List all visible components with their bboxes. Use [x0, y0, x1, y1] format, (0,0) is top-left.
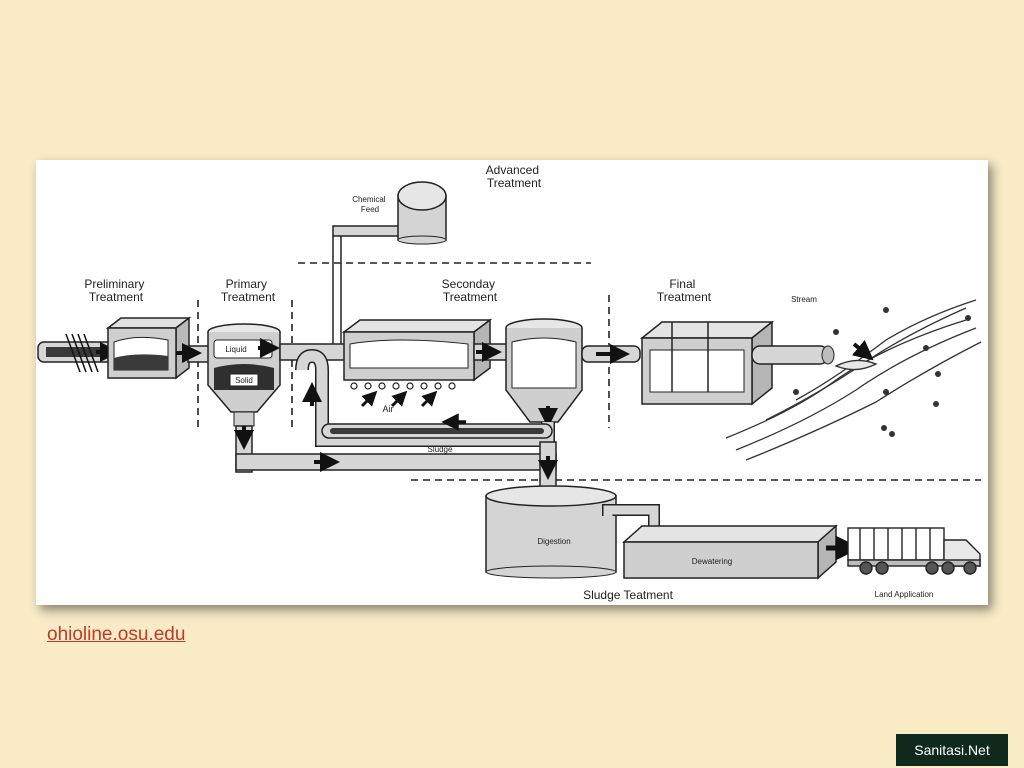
diagram-svg: Advanced Treatment Chemical Feed Prelimi…: [37, 163, 982, 602]
label-secondary-treatment: Seconday Treatment: [442, 277, 499, 304]
label-digestion: Digestion: [537, 537, 570, 546]
label-air: Air: [383, 404, 394, 414]
primary-clarifier: [207, 323, 281, 427]
truck-icon: [847, 527, 981, 575]
label-stream: Stream: [791, 295, 817, 304]
dewatering-bed: [622, 524, 861, 580]
label-primary-treatment: Primary Treatment: [221, 277, 276, 304]
primary-sludge-line: [234, 425, 558, 497]
source-link[interactable]: ohioline.osu.edu: [47, 624, 186, 645]
secondary-aeration-tank: [341, 318, 509, 408]
brand-badge: Sanitasi.Net: [896, 734, 1008, 766]
label-final-treatment: Final Treatment: [657, 277, 712, 304]
stream-illustration: [725, 299, 982, 461]
digester-tank: [485, 485, 660, 579]
label-preliminary-treatment: Preliminary Treatment: [84, 277, 147, 304]
influent-pipe: [37, 333, 120, 373]
label-advanced-treatment: Advanced Treatment: [486, 163, 543, 190]
return-sludge-line: [295, 348, 555, 447]
label-dewatering: Dewatering: [692, 557, 732, 566]
label-sludge: Sludge: [428, 445, 453, 454]
final-tank: [639, 320, 835, 406]
preliminary-tank: [105, 316, 241, 380]
label-liquid: Liquid: [225, 345, 246, 354]
wastewater-treatment-diagram: Advanced Treatment Chemical Feed Prelimi…: [36, 160, 988, 605]
label-chemical-feed: Chemical Feed: [352, 195, 388, 214]
grass-tufts: [793, 307, 971, 437]
final-inlet-pipe: [581, 344, 641, 364]
chemical-feed-tank: [332, 181, 447, 344]
label-sludge-treatment: Sludge Teatment: [583, 588, 674, 602]
secondary-clarifier: [505, 318, 583, 428]
label-land-application: Land Application: [875, 590, 934, 599]
label-solid: Solid: [235, 376, 253, 385]
